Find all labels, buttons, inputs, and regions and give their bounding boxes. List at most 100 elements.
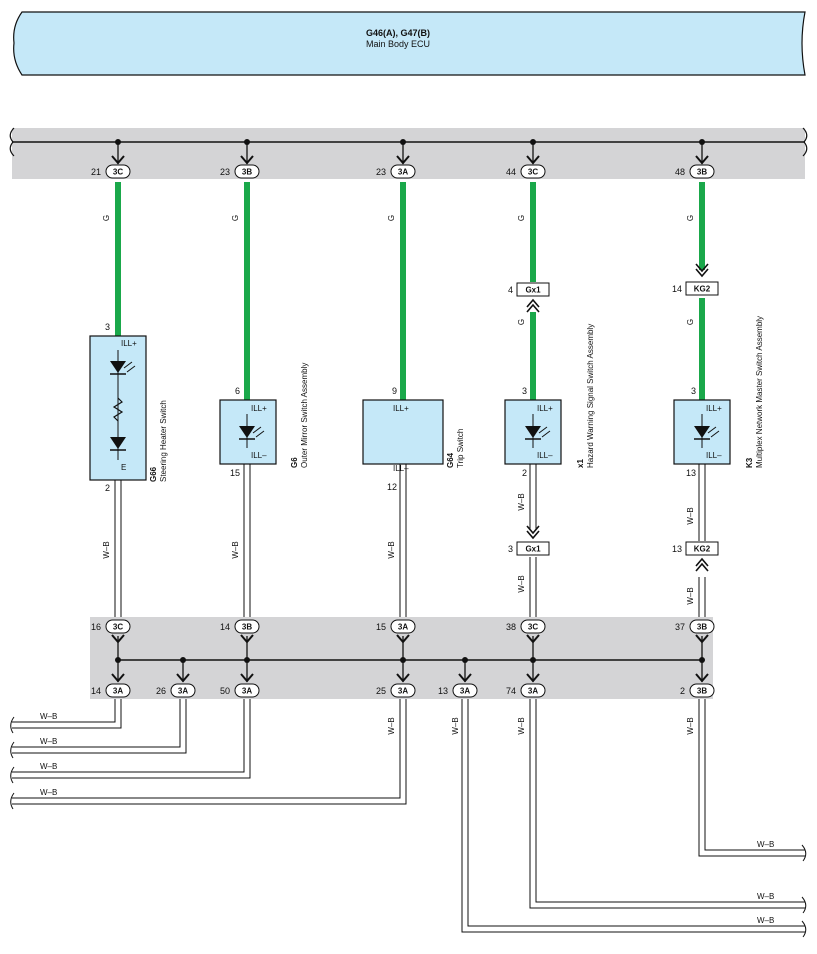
led-icon bbox=[110, 361, 126, 373]
top-conn-pin: 23 bbox=[376, 167, 386, 177]
top-conn-pin: 21 bbox=[91, 167, 101, 177]
component-steering-heater-switch: ILL+ E 3 2 G66 Steering Heater Switch bbox=[89, 322, 168, 493]
component-code: G64 bbox=[446, 452, 455, 468]
terminal-label: ILL– bbox=[393, 464, 409, 473]
top-conn-code: 3C bbox=[528, 168, 538, 177]
junction-conn-code: 3A bbox=[242, 687, 252, 696]
junction-bottom-connector-4: 3A 25 bbox=[376, 673, 416, 698]
wire-label-wb: W–B bbox=[40, 737, 57, 746]
junction-bottom-connector-7: 3B 2 bbox=[680, 673, 715, 698]
wire-label-g: G bbox=[387, 215, 396, 221]
junction-conn-pin: 13 bbox=[438, 686, 448, 696]
junction-top-connector-1: 3C 16 bbox=[91, 619, 131, 644]
inline-conn-code: KG2 bbox=[694, 285, 711, 294]
component-multiplex-network-master-switch: ILL+ ILL– 3 13 K3 Multiplex Network Mast… bbox=[673, 316, 764, 478]
top-connector-2: 3B 23 bbox=[220, 155, 260, 179]
pin-label: 2 bbox=[522, 468, 527, 478]
component-name: Steering Heater Switch bbox=[159, 400, 168, 482]
wire-label-wb: W–B bbox=[387, 717, 396, 734]
ground-wire-labels: W–B W–B W–B W–B W–B W–B W–B W–B W–B W–B … bbox=[102, 493, 695, 734]
pin-label: 3 bbox=[105, 322, 110, 332]
top-conn-pin: 23 bbox=[220, 167, 230, 177]
inline-conn-pin: 3 bbox=[508, 544, 513, 554]
ecu-subtitle: Main Body ECU bbox=[366, 39, 430, 49]
wire-label-wb: W–B bbox=[40, 712, 57, 721]
junction-conn-pin: 26 bbox=[156, 686, 166, 696]
top-conn-code: 3B bbox=[242, 168, 252, 177]
bus-drops bbox=[117, 142, 703, 682]
top-conn-code: 3B bbox=[697, 168, 707, 177]
wire-label-wb: W–B bbox=[757, 840, 774, 849]
wire-label-wb: W–B bbox=[231, 541, 240, 558]
junction-conn-code: 3A bbox=[178, 687, 188, 696]
wire-label-wb: W–B bbox=[40, 762, 57, 771]
wire-label-g: G bbox=[686, 319, 695, 325]
junction-conn-pin: 25 bbox=[376, 686, 386, 696]
inline-connector-gx1-bottom: Gx1 3 bbox=[508, 525, 550, 556]
inline-conn-code: KG2 bbox=[694, 545, 711, 554]
main-body-ecu-box: G46(A), G47(B) Main Body ECU bbox=[13, 11, 806, 76]
junction-conn-code: 3C bbox=[113, 623, 123, 632]
wire-label-wb: W–B bbox=[517, 575, 526, 592]
top-conn-pin: 48 bbox=[675, 167, 685, 177]
wire-label-g: G bbox=[517, 319, 526, 325]
led-icon bbox=[694, 426, 710, 438]
junction-conn-pin: 2 bbox=[680, 686, 685, 696]
junction-conn-code: 3B bbox=[697, 623, 707, 632]
junction-conn-pin: 15 bbox=[376, 622, 386, 632]
wire-label-wb: W–B bbox=[387, 541, 396, 558]
terminal-label: ILL– bbox=[706, 451, 722, 460]
green-wires bbox=[115, 182, 705, 401]
pin-label: 12 bbox=[387, 482, 397, 492]
terminal-label: ILL+ bbox=[706, 404, 722, 413]
inline-connector-gx1-top: Gx1 4 bbox=[508, 282, 550, 313]
junction-conn-code: 3A bbox=[528, 687, 538, 696]
pin-label: 13 bbox=[686, 468, 696, 478]
wire-label-wb: W–B bbox=[102, 541, 111, 558]
junction-top-connector-2: 3B 14 bbox=[220, 619, 260, 644]
junction-conn-pin: 16 bbox=[91, 622, 101, 632]
inline-conn-pin: 13 bbox=[672, 544, 682, 554]
junction-conn-code: 3C bbox=[528, 623, 538, 632]
junction-conn-pin: 74 bbox=[506, 686, 516, 696]
inline-conn-code: Gx1 bbox=[525, 545, 541, 554]
component-code: G6 bbox=[290, 457, 299, 468]
terminal-label: ILL+ bbox=[537, 404, 553, 413]
top-conn-code: 3C bbox=[113, 168, 123, 177]
component-hazard-warning-switch: ILL+ ILL– 3 2 x1 Hazard Warning Signal S… bbox=[504, 324, 595, 478]
component-name: Outer Mirror Switch Assembly bbox=[300, 363, 309, 468]
top-connector-5: 3B 48 bbox=[675, 155, 715, 179]
wire-label-wb: W–B bbox=[517, 493, 526, 510]
component-code: G66 bbox=[149, 466, 158, 482]
inline-conn-code: Gx1 bbox=[525, 286, 541, 295]
junction-conn-code: 3A bbox=[460, 687, 470, 696]
junction-bottom-connector-3: 3A 50 bbox=[220, 673, 260, 698]
led-icon bbox=[525, 426, 541, 438]
led-icon bbox=[239, 426, 255, 438]
junction-top-connector-3: 3A 15 bbox=[376, 619, 416, 644]
ecu-title: G46(A), G47(B) bbox=[366, 28, 430, 38]
wire-label-wb: W–B bbox=[40, 788, 57, 797]
terminal-label: ILL+ bbox=[393, 404, 409, 413]
junction-conn-pin: 50 bbox=[220, 686, 230, 696]
resistor-icon bbox=[112, 397, 124, 422]
top-conn-pin: 44 bbox=[506, 167, 516, 177]
wire-label-g: G bbox=[102, 215, 111, 221]
inline-connector-kg2-top: KG2 14 bbox=[672, 263, 719, 296]
junction-conn-pin: 37 bbox=[675, 622, 685, 632]
wire-label-wb: W–B bbox=[686, 717, 695, 734]
wire-label-wb: W–B bbox=[451, 717, 460, 734]
junction-bottom-connector-6: 3A 74 bbox=[506, 673, 546, 698]
junction-conn-code: 3B bbox=[242, 623, 252, 632]
junction-top-connector-4: 3C 38 bbox=[506, 619, 546, 644]
diode-icon bbox=[110, 437, 126, 449]
wire-label-wb: W–B bbox=[686, 587, 695, 604]
component-outer-mirror-switch: ILL+ ILL– 6 15 G6 Outer Mirror Switch As… bbox=[219, 363, 309, 478]
ground-wire-labels-horizontal: W–B W–B W–B W–B W–B W–B W–B bbox=[40, 712, 774, 925]
junction-conn-code: 3A bbox=[113, 687, 123, 696]
component-code: K3 bbox=[745, 457, 754, 468]
component-name: Hazard Warning Signal Switch Assembly bbox=[586, 324, 595, 468]
terminal-label: ILL– bbox=[537, 451, 553, 460]
terminal-label: ILL+ bbox=[121, 339, 137, 348]
wire-label-wb: W–B bbox=[757, 916, 774, 925]
